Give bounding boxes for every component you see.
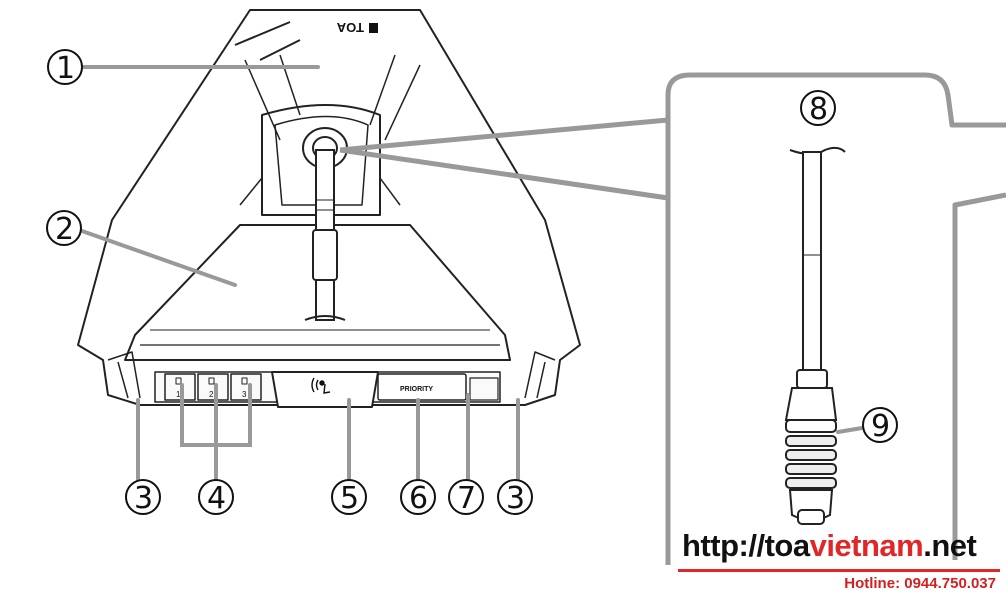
svg-text:TOA: TOA [336, 20, 364, 35]
channel-mark-3: 3 [242, 390, 247, 399]
url-suffix: .net [923, 528, 977, 563]
callout-7: 7 [448, 479, 484, 516]
callout-9: 9 [862, 407, 898, 444]
svg-text:8: 8 [809, 92, 828, 127]
mic-socket-housing [261, 104, 381, 216]
speaker-area [234, 21, 301, 61]
watermark-divider [678, 569, 1000, 572]
svg-text:4: 4 [207, 481, 226, 516]
svg-text:3: 3 [506, 481, 525, 516]
channel-mark-2: 2 [209, 390, 214, 399]
gooseneck-mic-stem [304, 149, 346, 321]
detached-microphone [784, 146, 846, 525]
channel-mark-1: 1 [176, 390, 181, 399]
svg-text:2: 2 [55, 212, 74, 247]
svg-text:5: 5 [340, 481, 359, 516]
svg-text:3: 3 [134, 481, 153, 516]
svg-text:6: 6 [409, 481, 428, 516]
brand-logo: TOA [336, 20, 378, 35]
callout-6: 6 [400, 479, 436, 516]
lower-deck [124, 224, 511, 361]
svg-text:1: 1 [56, 51, 75, 86]
svg-text:7: 7 [457, 481, 476, 516]
svg-text:9: 9 [871, 409, 890, 444]
callout-2: 2 [46, 210, 82, 247]
callout-5: 5 [331, 479, 367, 516]
callout-8: 8 [800, 90, 836, 127]
callout-3-right: 3 [497, 479, 533, 516]
mic-detail-panel [339, 72, 1006, 565]
callout-leaders [80, 65, 864, 482]
website-watermark: http://toavietnam.net Hotline: 0944.750.… [672, 528, 1000, 602]
priority-key [377, 373, 467, 401]
speech-request-icon [311, 377, 331, 394]
website-url[interactable]: http://toavietnam.net [682, 528, 977, 564]
callout-1: 1 [47, 49, 83, 86]
callout-4: 4 [198, 479, 234, 516]
url-highlight: vietnam [809, 528, 924, 563]
callout-3-left: 3 [125, 479, 161, 516]
priority-label: PRIORITY [400, 386, 433, 393]
hotline-text: Hotline: 0944.750.037 [844, 575, 996, 592]
url-prefix: http://toa [682, 528, 810, 563]
